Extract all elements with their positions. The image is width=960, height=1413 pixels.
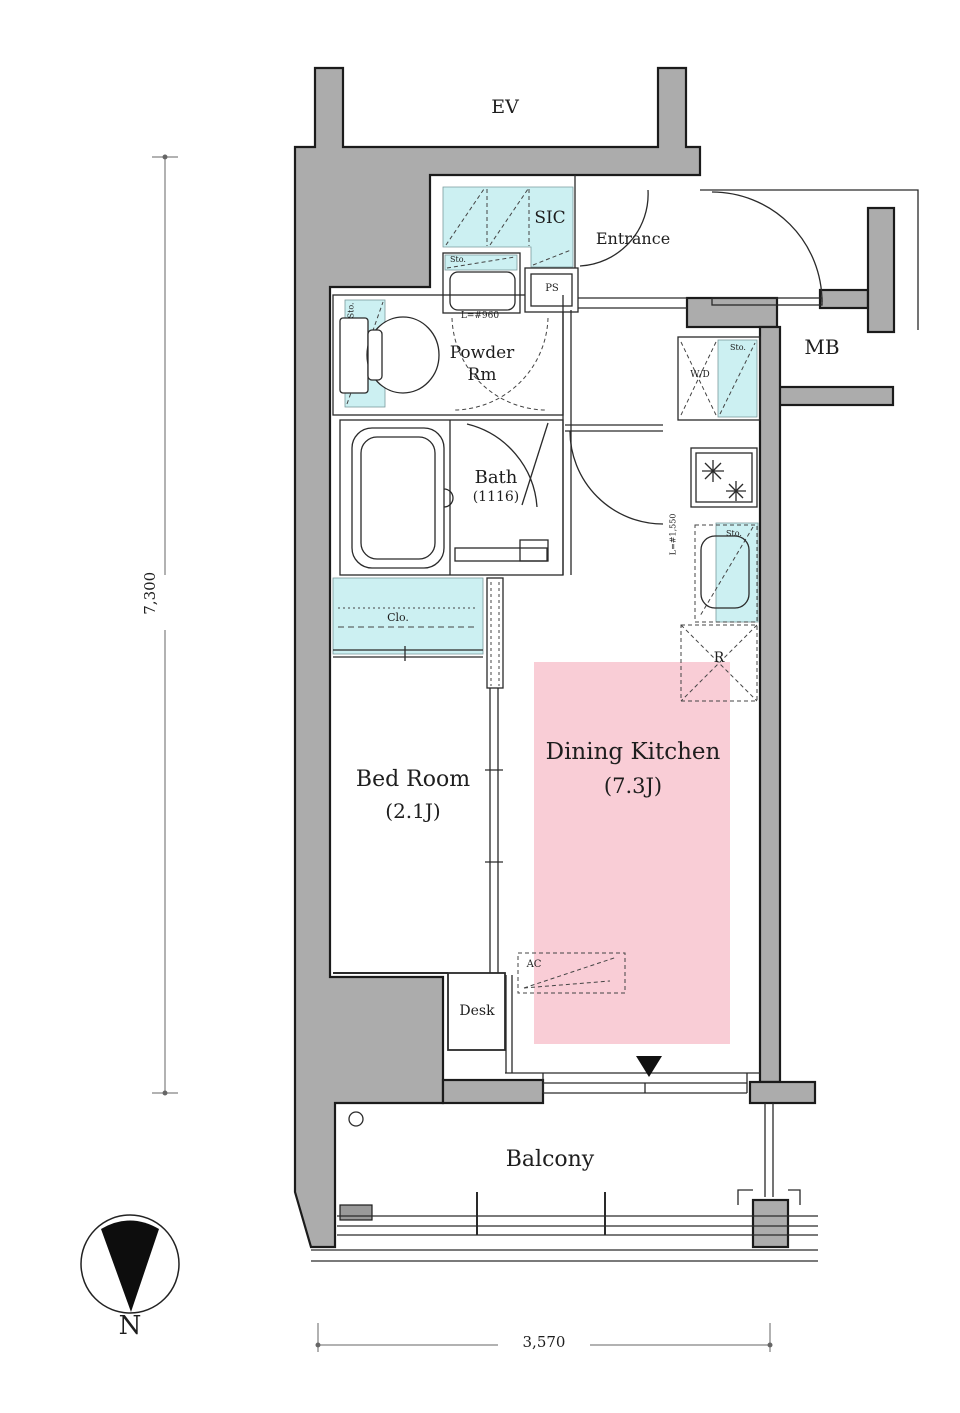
label-refrigerator: R	[713, 650, 725, 666]
room-lines	[311, 175, 919, 1262]
sic-door-arc	[579, 189, 649, 267]
label-ac-unit: AC	[526, 959, 542, 970]
north-compass	[80, 1214, 180, 1314]
label-balcony: Balcony	[505, 1147, 595, 1172]
label-entrance: Entrance	[595, 229, 671, 248]
label-pipe-space: PS	[545, 283, 559, 294]
label-sic: SIC	[534, 208, 566, 228]
label-kitchen-length: L=#1,550	[668, 513, 678, 556]
label-bedroom: Bed Room	[355, 767, 471, 792]
label-north: N	[118, 1311, 142, 1341]
dimension-height: 7,300	[140, 571, 159, 615]
dashed-details	[338, 188, 758, 994]
label-bath: Bath	[474, 467, 518, 488]
label-powder-room-2: Rm	[467, 365, 497, 385]
label-bath-size: (1116)	[472, 489, 520, 505]
label-washer-dryer: W/D	[690, 370, 710, 380]
label-storage-vanity: Sto.	[450, 255, 466, 264]
storage-zones	[332, 186, 759, 655]
walls	[293, 66, 896, 1249]
label-bedroom-size: (2.1J)	[385, 799, 441, 823]
dimension-width: 3,570	[522, 1333, 566, 1351]
dimension-lines	[152, 154, 773, 1352]
dk-door-arc	[569, 430, 664, 525]
label-closet: Clo.	[387, 611, 409, 624]
label-storage-sink: Sto.	[726, 529, 742, 538]
label-storage-wd: Sto.	[730, 343, 746, 352]
entrance-door-arc	[711, 191, 823, 303]
label-desk: Desk	[459, 1003, 495, 1019]
label-elevator: EV	[491, 96, 519, 118]
label-dining-kitchen: Dining Kitchen	[545, 739, 721, 765]
label-powder-room-1: Powder	[449, 343, 515, 363]
label-meter-box: MB	[804, 335, 840, 359]
dk-highlight-zone	[534, 662, 730, 1044]
label-vanity-length: L=#960	[460, 311, 500, 321]
north-arrow-icon	[101, 1220, 159, 1312]
bath-door-arc	[466, 423, 538, 508]
label-dining-kitchen-size: (7.3J)	[603, 774, 663, 798]
opening-marker	[636, 1056, 662, 1077]
label-storage-toilet: Sto.	[346, 302, 356, 319]
